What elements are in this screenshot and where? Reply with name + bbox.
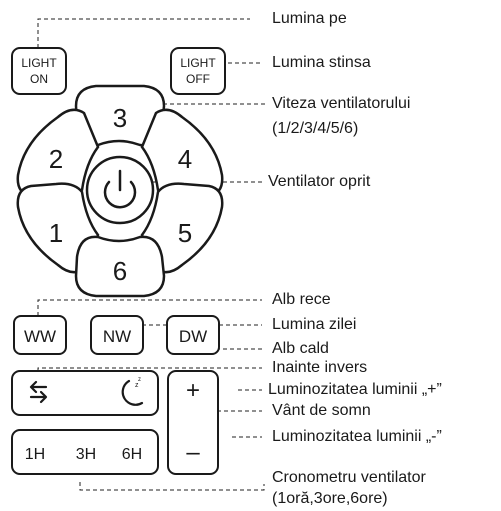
- label-fan-speed-2: (1/2/3/4/5/6): [272, 120, 359, 137]
- reverse-button[interactable]: [14, 373, 74, 413]
- speed-button-6[interactable]: [74, 235, 166, 298]
- leader-light-on: [37, 18, 250, 48]
- timer-1h-button[interactable]: 1H: [25, 446, 45, 463]
- svg-text:ON: ON: [30, 72, 48, 86]
- power-icon: [103, 169, 137, 209]
- brightness-plus-button[interactable]: +: [186, 377, 200, 404]
- brightness-minus-button[interactable]: –: [186, 439, 200, 466]
- speed-label-4: 4: [178, 144, 192, 174]
- timer-6h-button[interactable]: 6H: [122, 446, 142, 463]
- leader-reverse: [37, 367, 262, 385]
- svg-text:LIGHT: LIGHT: [21, 56, 57, 70]
- label-light-on: Lumina pe: [272, 10, 347, 27]
- timer-panel: [11, 429, 159, 475]
- label-daylight: Lumina zilei: [272, 316, 357, 333]
- label-light-off: Lumina stinsa: [272, 54, 371, 71]
- cool-white-button[interactable]: WW: [13, 315, 67, 355]
- label-brightness-plus: Luminozitatea luminii „+”: [268, 381, 442, 398]
- svg-text:DW: DW: [179, 327, 207, 346]
- label-brightness-minus: Luminozitatea luminii „-”: [272, 428, 442, 445]
- speed-label-1: 1: [49, 218, 63, 248]
- leader-cool-white: [37, 299, 262, 316]
- label-sleep-wind: Vânt de somn: [272, 402, 371, 419]
- leader-timer: [79, 482, 265, 491]
- speed-label-5: 5: [178, 218, 192, 248]
- sleep-wind-button[interactable]: [100, 373, 156, 413]
- label-timer-1: Cronometru ventilator: [272, 469, 426, 486]
- reverse-sleep-panel: [11, 370, 159, 416]
- brightness-rocker[interactable]: [167, 370, 219, 475]
- label-reverse: Inainte invers: [272, 359, 368, 376]
- speed-label-3: 3: [113, 103, 127, 133]
- label-fan-speed-1: Viteza ventilatorului: [272, 95, 411, 112]
- label-timer-2: (1oră,3ore,6ore): [272, 490, 388, 507]
- daylight-button[interactable]: NW: [90, 315, 144, 355]
- reverse-arrows-icon: [29, 380, 48, 404]
- speed-label-6: 6: [113, 256, 127, 286]
- svg-text:LIGHT: LIGHT: [180, 56, 216, 70]
- svg-text:NW: NW: [103, 327, 131, 346]
- timer-3h-button[interactable]: 3H: [76, 446, 96, 463]
- svg-text:–: –: [186, 439, 200, 466]
- label-fan-off: Ventilator oprit: [268, 173, 371, 190]
- svg-text:WW: WW: [24, 327, 56, 346]
- svg-text:z: z: [138, 377, 141, 383]
- svg-text:+: +: [186, 377, 200, 404]
- svg-text:z: z: [135, 382, 139, 389]
- svg-text:OFF: OFF: [186, 72, 210, 86]
- warm-white-button[interactable]: DW: [166, 315, 220, 355]
- label-warm-white: Alb cald: [272, 340, 329, 357]
- speed-label-2: 2: [49, 144, 63, 174]
- light-off-button[interactable]: LIGHT OFF: [170, 47, 226, 95]
- light-on-button[interactable]: LIGHT ON: [11, 47, 67, 95]
- sleep-moon-icon: z z: [121, 377, 144, 406]
- label-cool-white: Alb rece: [272, 291, 331, 308]
